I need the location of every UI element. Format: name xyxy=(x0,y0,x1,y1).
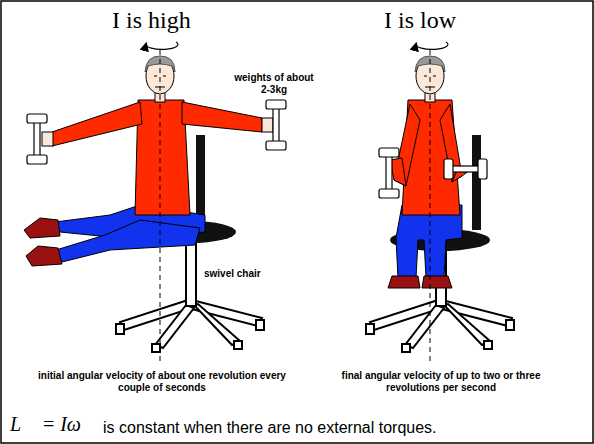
drawing-part xyxy=(379,148,487,198)
drawing-part xyxy=(182,102,262,132)
drawing-part xyxy=(379,148,399,157)
drawing-part xyxy=(160,50,161,362)
drawing-part xyxy=(444,304,490,345)
drawing-part xyxy=(262,118,273,132)
drawing-part xyxy=(366,324,374,334)
drawing-part xyxy=(26,246,62,266)
drawing-part xyxy=(24,218,60,238)
drawing-part xyxy=(472,135,481,230)
drawing-part xyxy=(386,152,392,194)
drawing-part xyxy=(266,100,286,109)
weights-label: weights of about 2-3kg xyxy=(232,72,316,96)
drawing-part xyxy=(56,220,200,262)
drawing-part xyxy=(52,102,142,146)
right-figure xyxy=(366,42,514,362)
chair-label: swivel chair xyxy=(204,268,294,280)
drawing-part xyxy=(379,189,399,198)
drawing-part xyxy=(266,141,286,150)
drawing-part xyxy=(416,42,448,49)
drawing-part xyxy=(366,300,514,352)
drawing-part xyxy=(234,341,242,349)
drawing-part xyxy=(388,276,420,288)
drawing-part xyxy=(155,305,194,348)
heading-label: I is low xyxy=(384,6,494,35)
drawing-part xyxy=(186,240,196,306)
statement: is constant when there are no external t… xyxy=(103,418,437,437)
drawing-part xyxy=(152,344,160,352)
heading-label: I is high xyxy=(112,6,222,35)
drawing-part xyxy=(484,341,492,349)
left-figure xyxy=(24,42,286,362)
drawing-part xyxy=(34,118,40,160)
drawing-part xyxy=(405,305,444,348)
drawing-part xyxy=(506,320,514,330)
drawing-part xyxy=(256,320,264,330)
final-note: final angular velocity of up to two or t… xyxy=(316,370,566,394)
drawing-part xyxy=(27,100,286,164)
drawing-part xyxy=(396,205,462,278)
drawing-part xyxy=(402,344,410,352)
drawing-part xyxy=(42,132,53,146)
drawing-part xyxy=(27,114,47,123)
drawing-part xyxy=(116,300,264,352)
drawing-part xyxy=(146,42,178,49)
initial-note: initial angular velocity of about one re… xyxy=(22,370,302,394)
drawing-part xyxy=(444,159,453,179)
drawing-part xyxy=(422,276,452,288)
drawing-part xyxy=(196,135,205,225)
equation: L⃗ = Iω⃗ xyxy=(10,412,97,436)
drawing-part xyxy=(273,104,279,146)
drawing-part xyxy=(194,304,240,345)
drawing-part xyxy=(116,324,124,334)
drawing-part xyxy=(478,159,487,179)
drawing-part xyxy=(27,155,47,164)
drawing-part xyxy=(430,50,431,362)
